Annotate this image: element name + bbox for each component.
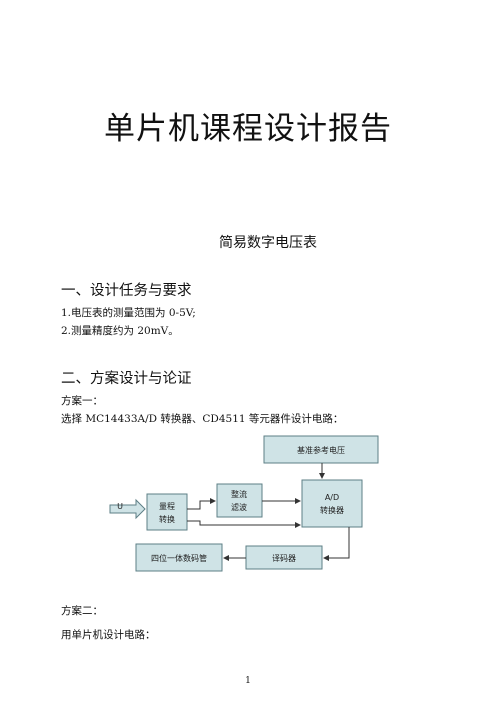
- range-conversion-box: [146, 493, 188, 531]
- filter-line-2: 滤波: [231, 502, 247, 512]
- filter-line-1: 整流: [231, 489, 247, 499]
- plan-1-label: 方案一：: [61, 395, 103, 407]
- decoder-label: 译码器: [272, 554, 296, 563]
- document-title: 单片机课程设计报告: [104, 111, 392, 147]
- plan-2-label: 方案二：: [61, 605, 103, 617]
- plan-1-description: 选择 MC14433A/D 转换器、CD4511 等元器件设计电路：: [61, 413, 344, 425]
- display-box: [135, 543, 223, 572]
- adc-line-1: A/D: [325, 493, 339, 502]
- adc-box: [301, 479, 363, 528]
- adc-to-decoder-line: [323, 527, 350, 561]
- filter-box: [216, 483, 263, 518]
- plan-2-description: 用单片机设计电路：: [61, 629, 156, 641]
- page-number: 1: [245, 676, 251, 686]
- range-line-1: 量程: [159, 502, 175, 511]
- input-arrow: [109, 498, 146, 520]
- range-line-2: 转换: [159, 514, 175, 524]
- adc-line-2: 转换器: [320, 505, 344, 515]
- section-2-heading: 二、方案设计与论证: [61, 371, 192, 387]
- requirement-2: 2.测量精度约为 20mV。: [61, 325, 179, 337]
- ref-voltage-box: [263, 435, 379, 464]
- section-1-heading: 一、设计任务与要求: [61, 283, 192, 299]
- range-bypass-line: [187, 520, 301, 528]
- document-subtitle: 简易数字电压表: [219, 235, 317, 251]
- ref-voltage-label: 基准参考电压: [297, 445, 345, 455]
- range-to-filter-line: [187, 498, 216, 510]
- display-label: 四位一体数码管: [151, 553, 207, 563]
- requirement-1: 1.电压表的测量范围为 0-5V;: [61, 307, 196, 319]
- input-label: U: [117, 502, 123, 511]
